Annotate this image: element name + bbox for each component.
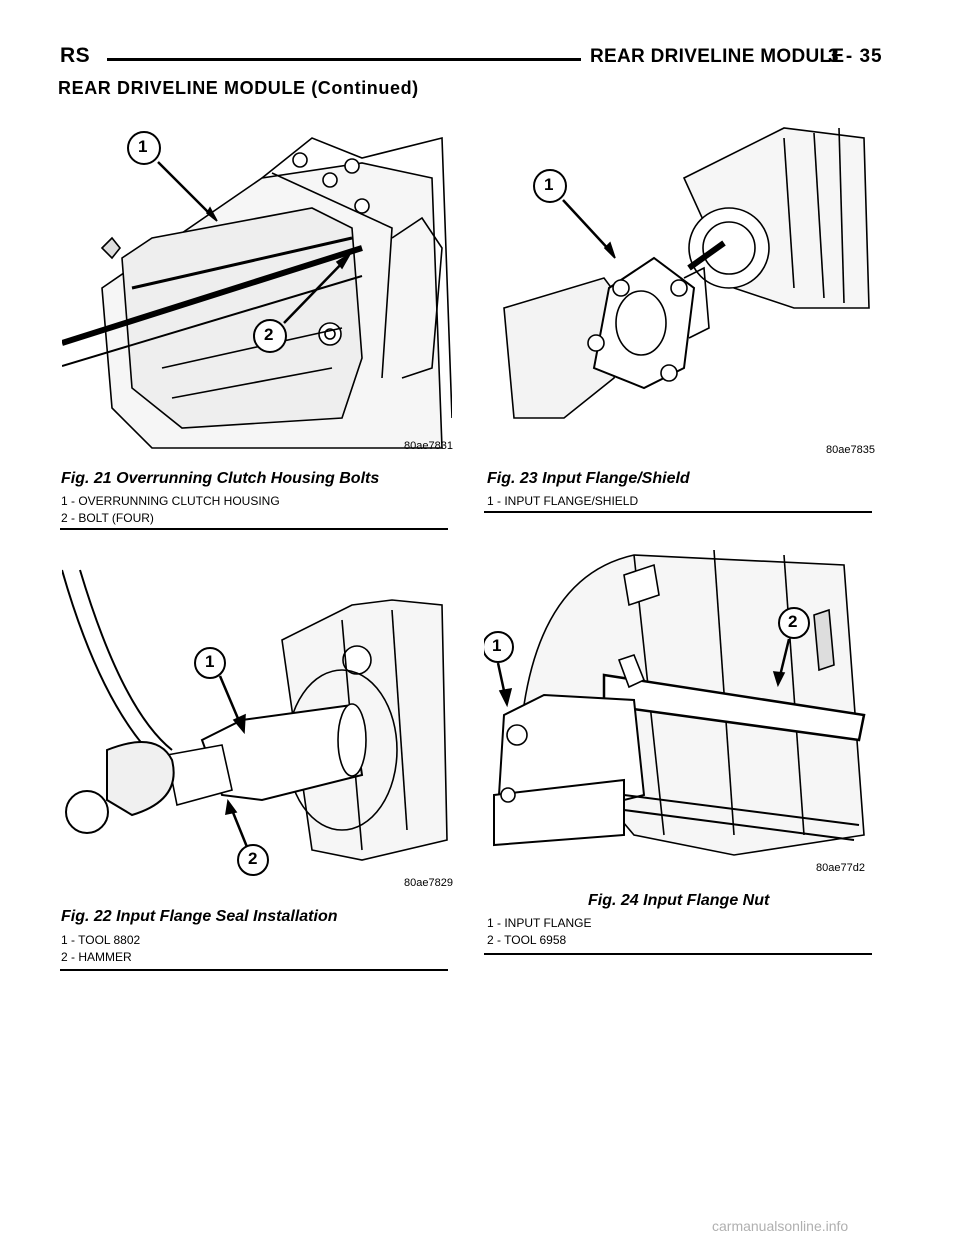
figure-21-callout-1: 1 xyxy=(138,137,148,156)
figure-24-callout-2: 2 xyxy=(788,612,798,631)
figure-21-legend-item-2: 2 - BOLT (FOUR) xyxy=(61,511,154,525)
header-section-code: RS xyxy=(60,44,91,67)
figure-22-callout-2: 2 xyxy=(248,849,258,868)
figure-24-callout-1: 1 xyxy=(492,636,502,655)
figure-21-code: 80ae7831 xyxy=(404,440,453,452)
header-page-number: 3 - 35 xyxy=(828,46,883,67)
header-section-title: REAR DRIVELINE MODULE xyxy=(590,46,845,67)
figure-21-illustration: 1 2 xyxy=(62,118,452,458)
figure-24-legend-item-2: 2 - TOOL 6958 xyxy=(487,933,567,947)
figure-23-legend-item-1: 1 - INPUT FLANGE/SHIELD xyxy=(487,494,639,508)
footer-watermark: carmanualsonline.info xyxy=(712,1218,849,1234)
figure-23-illustration: 1 xyxy=(484,118,874,448)
figure-22-code: 80ae7829 xyxy=(404,877,453,889)
figure-23-code: 80ae7835 xyxy=(826,444,875,456)
figure-22-illustration: 1 2 xyxy=(62,560,452,885)
figure-24-code: 80ae77d2 xyxy=(816,862,865,874)
figure-22-caption: Fig. 22 Input Flange Seal Installation xyxy=(61,908,338,925)
figure-24-legend: 1 - INPUT FLANGE 2 - TOOL 6958 xyxy=(487,915,591,949)
figure-21-rule xyxy=(60,528,448,530)
figure-23-callout-1: 1 xyxy=(544,175,554,194)
figure-21-legend-item-1: 1 - OVERRUNNING CLUTCH HOUSING xyxy=(61,494,280,508)
figure-22-callout-1: 1 xyxy=(205,652,215,671)
figure-22-legend-item-2: 2 - HAMMER xyxy=(61,950,132,964)
figure-24-rule xyxy=(484,953,872,955)
figure-23-caption: Fig. 23 Input Flange/Shield xyxy=(487,470,690,487)
figure-23-legend: 1 - INPUT FLANGE/SHIELD xyxy=(487,493,638,510)
figure-24-illustration: 1 2 xyxy=(484,535,874,870)
header-rule xyxy=(107,58,581,61)
figure-22-rule xyxy=(60,969,448,971)
figure-21-callout-2: 2 xyxy=(264,325,274,344)
page-subtitle: REAR DRIVELINE MODULE (Continued) xyxy=(58,78,419,98)
figure-22-legend: 1 - TOOL 8802 2 - HAMMER xyxy=(61,932,140,966)
figure-24-caption: Fig. 24 Input Flange Nut xyxy=(588,892,770,909)
figure-21-caption: Fig. 21 Overrunning Clutch Housing Bolts xyxy=(61,470,380,487)
figure-24-legend-item-1: 1 - INPUT FLANGE xyxy=(487,916,592,930)
figure-22-legend-item-1: 1 - TOOL 8802 xyxy=(61,933,141,947)
figure-21-legend: 1 - OVERRUNNING CLUTCH HOUSING 2 - BOLT … xyxy=(61,493,280,527)
figure-23-rule xyxy=(484,511,872,513)
